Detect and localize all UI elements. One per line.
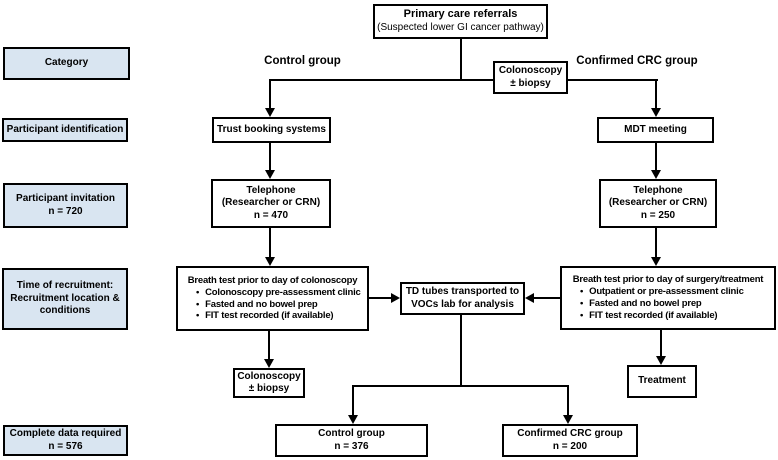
confirmed-crc-group-header: Confirmed CRC group — [576, 55, 698, 67]
breath-crc-bullet-3-text: FIT test recorded (if available) — [589, 309, 718, 321]
bullet-icon: • — [580, 309, 584, 321]
breath-test-crc-box: Breath test prior to day of surgery/trea… — [560, 266, 776, 330]
confirmed-crc-outcome-label: Confirmed CRC group — [517, 428, 623, 439]
td-tubes-line1: TD tubes transported to — [405, 286, 520, 297]
time-of-recruitment-line1: Time of recruitment: — [16, 280, 114, 292]
breath-crc-bullet-2-text: Fasted and no bowel prep — [589, 298, 702, 309]
arrowhead-to-colonoscopy-procedure — [264, 359, 274, 368]
bullet-icon: • — [580, 298, 584, 309]
colonoscopy-procedure-line2: ± biopsy — [248, 383, 290, 394]
arrowhead-to-td-right — [525, 293, 534, 303]
telephone-control-line1: Telephone — [246, 184, 296, 196]
complete-data-n: n = 576 — [48, 440, 83, 452]
breath-control-bullet-3: • FIT test recorded (if available) — [196, 310, 363, 322]
colonoscopy-procedure-line1: Colonoscopy — [237, 370, 301, 382]
breath-control-bullet-2: • Fasted and no bowel prep — [196, 299, 363, 311]
arrowhead-to-td-left — [391, 293, 400, 303]
mdt-meeting-label: MDT meeting — [624, 123, 687, 135]
time-of-recruitment-label-box: Time of recruitment: Recruitment locatio… — [2, 268, 128, 330]
telephone-crc-line1: Telephone — [633, 184, 683, 196]
connector-td-down — [460, 315, 462, 386]
connector-trust-to-telephone — [269, 143, 271, 170]
arrowhead-to-control-outcome — [348, 415, 358, 424]
connector-telephone-to-breath-left — [269, 228, 271, 257]
arrowhead-to-mdt — [651, 108, 661, 117]
control-group-outcome-label: Control group — [318, 428, 385, 439]
primary-care-referrals-box: Primary care referrals (Suspected lower … — [373, 4, 548, 39]
complete-data-label-box: Complete data required n = 576 — [3, 425, 128, 456]
control-group-outcome-n: n = 376 — [334, 440, 369, 452]
connector-to-control-outcome — [352, 387, 354, 415]
connector-telephone-to-breath-right — [655, 228, 657, 257]
telephone-crc-line2: (Researcher or CRN) — [608, 197, 708, 209]
participant-identification-label-box: Participant identification — [2, 118, 128, 142]
bullet-icon: • — [196, 310, 200, 322]
breath-test-control-title: Breath test prior to day of colonoscopy — [187, 274, 358, 286]
breath-crc-bullet-1: • Outpatient or pre-assessment clinic — [580, 286, 770, 298]
arrowhead-to-trust-booking — [265, 108, 275, 117]
telephone-control-box: Telephone (Researcher or CRN) n = 470 — [211, 179, 331, 228]
breath-test-control-box: Breath test prior to day of colonoscopy … — [176, 266, 369, 331]
participant-invitation-label: Participant invitation — [16, 193, 115, 204]
connector-crc-branch — [655, 81, 657, 108]
breath-crc-bullet-3: • FIT test recorded (if available) — [580, 310, 770, 322]
trust-booking-systems-box: Trust booking systems — [212, 117, 331, 143]
time-of-recruitment-line2: Recruitment location & — [10, 292, 120, 304]
breath-crc-bullet-1-text: Outpatient or pre-assessment clinic — [589, 286, 744, 298]
complete-data-label: Complete data required — [9, 428, 122, 439]
participant-identification-label: Participant identification — [6, 123, 124, 135]
confirmed-crc-outcome-n: n = 200 — [552, 440, 588, 452]
breath-control-bullet-1: • Colonoscopy pre-assessment clinic — [196, 287, 363, 299]
colonoscopy-branch-line2: ± biopsy — [510, 77, 551, 89]
primary-care-referrals-subtitle: (Suspected lower GI cancer pathway) — [377, 22, 544, 34]
connector-mdt-to-telephone — [655, 143, 657, 170]
participant-invitation-n: n = 720 — [48, 205, 83, 217]
bullet-icon: • — [196, 286, 200, 298]
primary-care-referrals-title: Primary care referrals — [403, 8, 518, 21]
control-group-outcome-box: Control group n = 376 — [275, 424, 428, 457]
connector-breath-right-to-td — [534, 297, 560, 299]
connector-breath-to-colonoscopy — [268, 331, 270, 359]
arrowhead-to-treatment — [656, 356, 666, 365]
breath-crc-bullet-2: • Fasted and no bowel prep — [580, 298, 770, 310]
confirmed-crc-outcome-box: Confirmed CRC group n = 200 — [502, 424, 638, 457]
trust-booking-systems-label: Trust booking systems — [217, 123, 326, 135]
participant-invitation-label-box: Participant invitation n = 720 — [3, 183, 128, 228]
td-tubes-line2: VOCs lab for analysis — [411, 298, 514, 310]
connector-breath-to-treatment — [660, 330, 662, 356]
breath-test-crc-title: Breath test prior to day of surgery/trea… — [572, 274, 764, 286]
colonoscopy-biopsy-branch-box: Colonoscopy ± biopsy — [493, 61, 568, 94]
bullet-icon: • — [196, 298, 200, 310]
breath-control-bullet-2-text: Fasted and no bowel prep — [205, 298, 318, 310]
connector-breath-left-to-td — [368, 297, 392, 299]
telephone-crc-box: Telephone (Researcher or CRN) n = 250 — [599, 179, 717, 228]
mdt-meeting-box: MDT meeting — [597, 117, 714, 143]
connector-to-crc-outcome — [567, 387, 569, 415]
telephone-crc-n: n = 250 — [640, 209, 676, 221]
arrowhead-to-telephone-right — [651, 170, 661, 179]
colonoscopy-branch-line1: Colonoscopy — [498, 65, 563, 76]
connector-control-branch — [269, 81, 271, 108]
connector-top-vertical — [460, 39, 462, 81]
category-label-box: Category — [3, 47, 130, 80]
breath-control-bullet-1-text: Colonoscopy pre-assessment clinic — [205, 286, 361, 298]
arrowhead-to-telephone-left — [265, 170, 275, 179]
category-label: Category — [44, 57, 89, 69]
td-tubes-box: TD tubes transported to VOCs lab for ana… — [400, 282, 525, 315]
treatment-box: Treatment — [627, 365, 697, 398]
bullet-icon: • — [580, 286, 584, 298]
colonoscopy-procedure-box: Colonoscopy ± biopsy — [233, 368, 305, 398]
telephone-control-line2: (Researcher or CRN) — [221, 197, 321, 209]
treatment-label: Treatment — [638, 375, 686, 387]
arrowhead-to-breath-left — [265, 257, 275, 266]
telephone-control-n: n = 470 — [253, 209, 289, 221]
arrowhead-to-breath-right — [651, 257, 661, 266]
arrowhead-to-crc-outcome — [563, 415, 573, 424]
time-of-recruitment-line3: conditions — [39, 305, 91, 317]
control-group-header: Control group — [264, 55, 341, 67]
breath-control-bullet-3-text: FIT test recorded (if available) — [205, 310, 334, 322]
connector-split-horizontal — [352, 385, 569, 387]
connector-branch-horizontal — [269, 79, 658, 81]
